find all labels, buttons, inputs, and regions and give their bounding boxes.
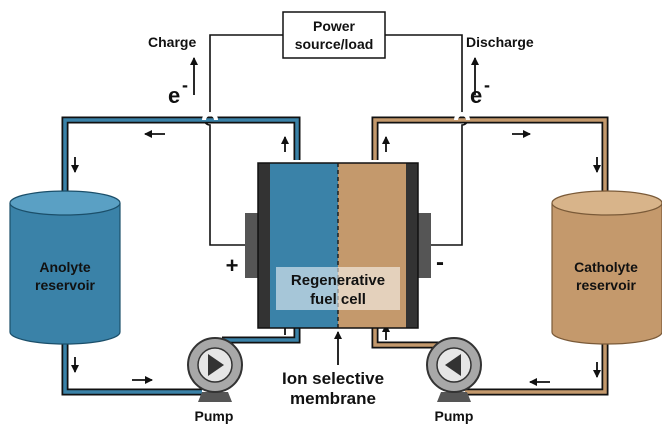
charge-electron-sign: -	[182, 75, 188, 95]
left-pump: Pump	[187, 337, 243, 424]
pump-arrow-icon	[208, 354, 224, 376]
left-pump-label: Pump	[195, 408, 234, 424]
power-box-line1: Power	[313, 18, 356, 34]
anolyte-label-line1: Anolyte	[39, 259, 91, 275]
fuel-cell-label-bg	[276, 267, 400, 310]
pump-base	[437, 392, 471, 402]
positive-electrode	[245, 213, 258, 278]
right-pump: Pump	[426, 337, 482, 424]
pump-arrow-icon	[445, 354, 461, 376]
power-box-line2: source/load	[295, 36, 374, 52]
fuel-cell-label-line2: fuel cell	[310, 291, 366, 308]
catholyte-label-line2: reservoir	[576, 277, 636, 293]
positive-plate	[258, 163, 270, 328]
right-pump-label: Pump	[435, 408, 474, 424]
discharge-electron: e	[470, 83, 482, 108]
charge-label: Charge	[148, 34, 196, 50]
anolyte-reservoir: Anolyte reservoir	[9, 190, 121, 345]
positive-sign: +	[226, 253, 239, 278]
membrane-label-line2: membrane	[290, 389, 376, 408]
regenerative-fuel-cell: Regenerative fuel cell	[245, 162, 431, 329]
power-source-box: Power source/load	[282, 11, 386, 59]
membrane-label-line1: Ion selective	[282, 369, 384, 388]
charge-electron: e	[168, 83, 180, 108]
membrane-callout: Ion selective membrane	[282, 331, 384, 408]
negative-sign: -	[436, 249, 444, 276]
charge-indicator: Charge e -	[148, 34, 198, 108]
negative-plate	[406, 163, 418, 328]
discharge-indicator: Discharge e -	[466, 34, 534, 108]
discharge-label: Discharge	[466, 34, 534, 50]
wire-hops	[202, 112, 470, 121]
catholyte-reservoir: Catholyte reservoir	[551, 190, 662, 345]
pump-base	[198, 392, 232, 402]
fuel-cell-label-line1: Regenerative	[291, 272, 385, 289]
negative-electrode	[418, 213, 431, 278]
anolyte-label-line2: reservoir	[35, 277, 95, 293]
catholyte-label-line1: Catholyte	[574, 259, 638, 275]
discharge-electron-sign: -	[484, 75, 490, 95]
anolyte-pipes	[61, 116, 301, 396]
